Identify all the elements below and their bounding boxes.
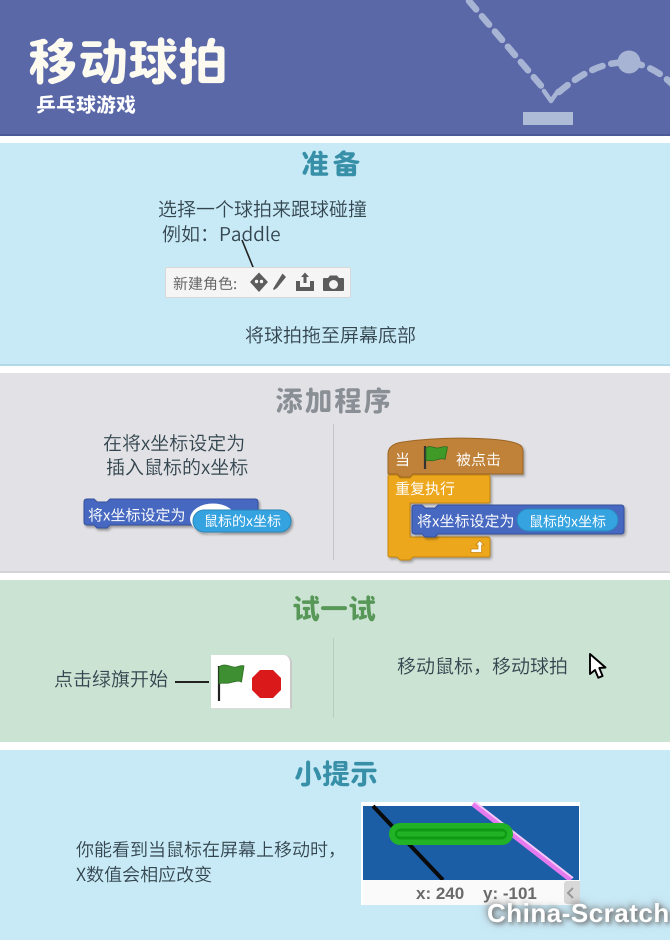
svg-text:y: -101: y: -101 [483,884,537,903]
svg-text:x: 240: x: 240 [416,884,464,903]
